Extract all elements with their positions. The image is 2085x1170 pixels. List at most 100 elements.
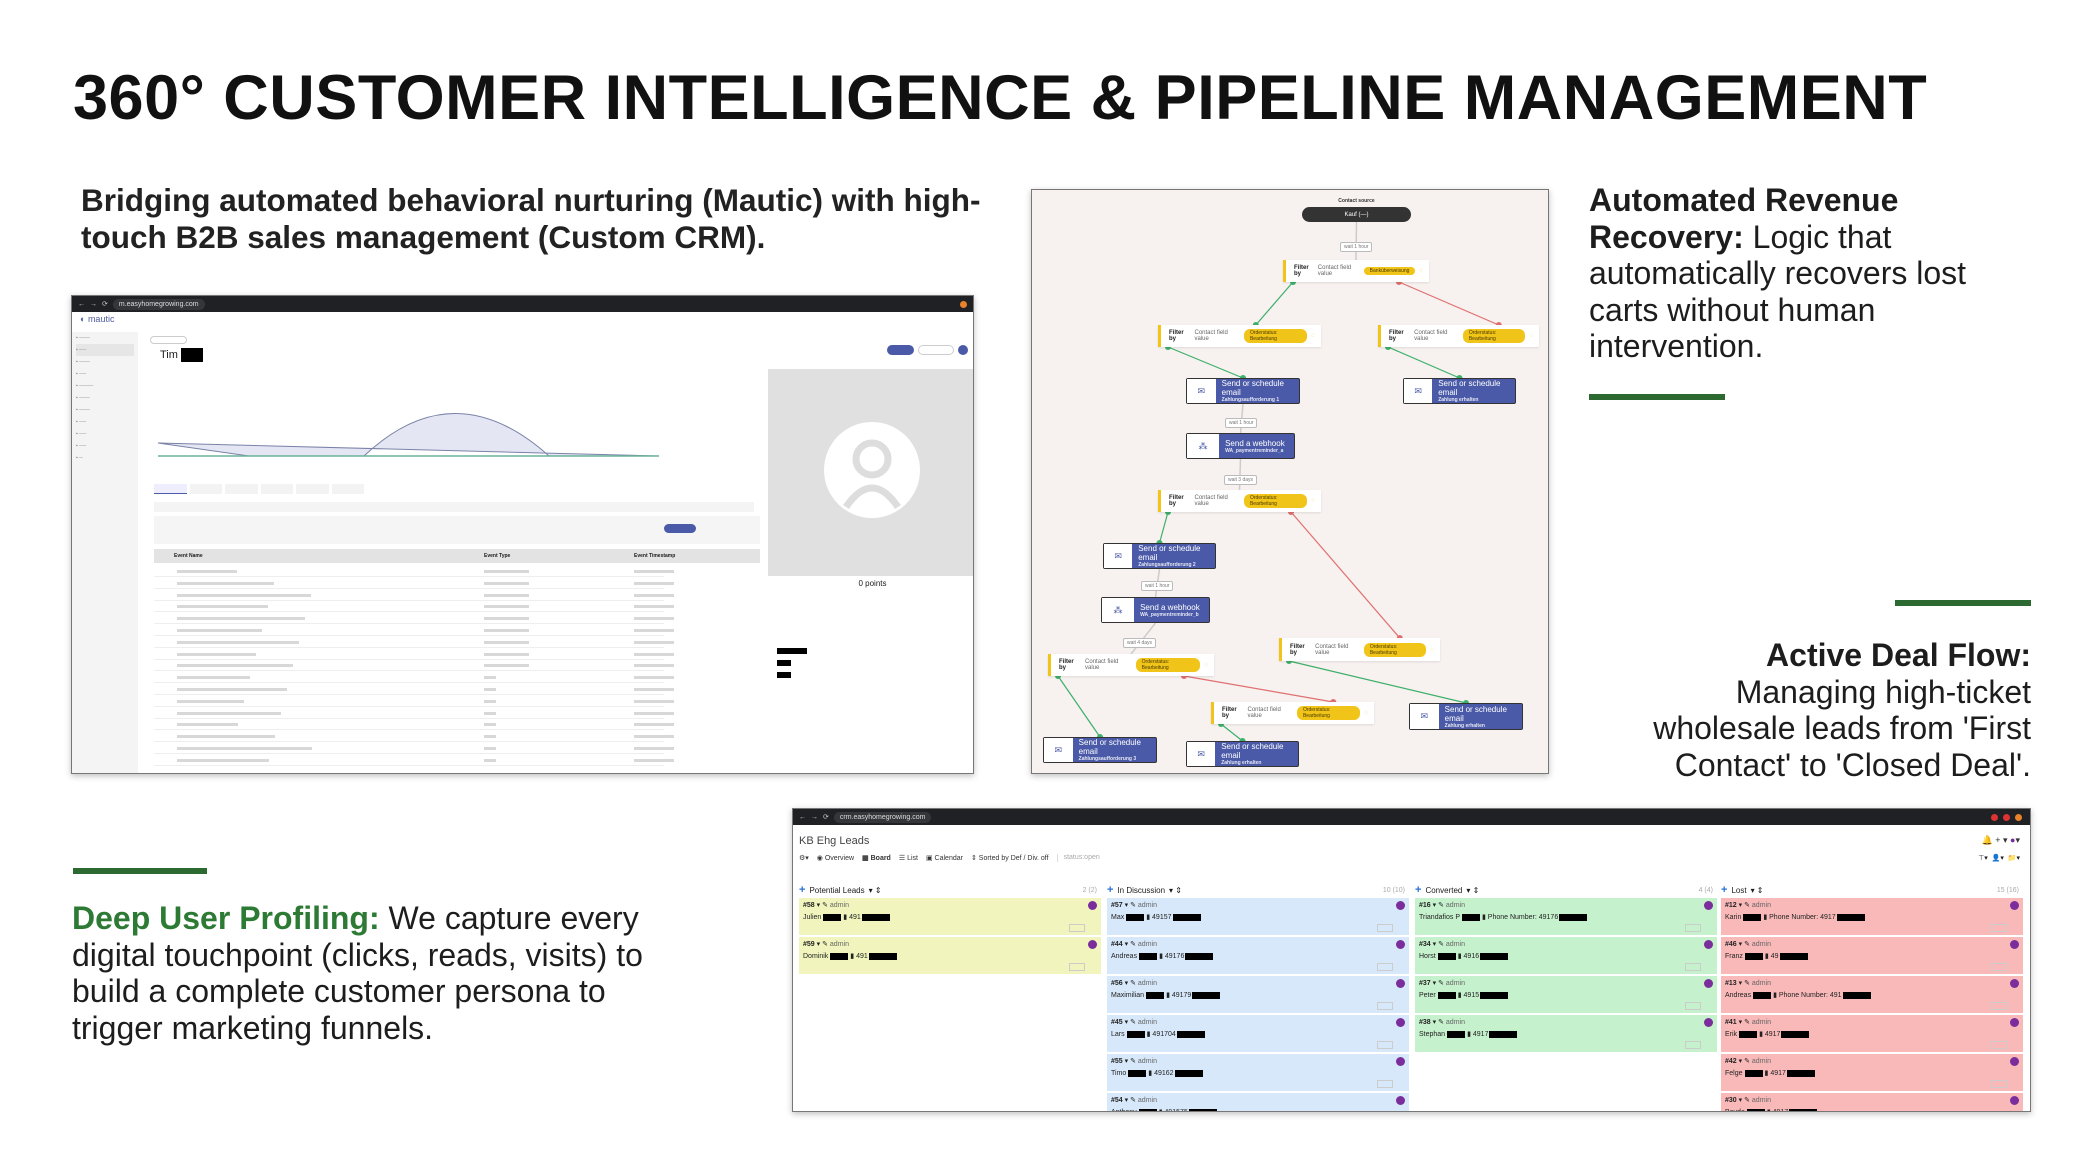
edit-icon[interactable]: ▾ ✎ bbox=[814, 941, 830, 948]
edit-icon[interactable]: ▾ ✎ bbox=[1122, 902, 1138, 909]
toolbar-sort[interactable]: ⇕ Sorted by Def / Div. off bbox=[970, 855, 1049, 862]
edit-icon[interactable]: ▾ ✎ bbox=[1430, 902, 1446, 909]
sidebar-item[interactable]: ▪ ─ bbox=[76, 455, 83, 461]
col-event-name[interactable]: Event Name bbox=[174, 553, 203, 559]
more-button[interactable] bbox=[958, 345, 968, 355]
col-event-timestamp[interactable]: Event Timestamp bbox=[634, 553, 676, 559]
event-row[interactable] bbox=[154, 694, 664, 695]
actions-dropdown[interactable] bbox=[918, 345, 954, 355]
event-row[interactable] bbox=[154, 611, 664, 613]
lead-card[interactable]: #30 ▾ ✎ adminBayda▮ 4917 bbox=[1721, 1093, 2023, 1111]
tab[interactable] bbox=[331, 484, 364, 494]
edit-button[interactable] bbox=[887, 345, 914, 355]
back-button[interactable] bbox=[150, 336, 187, 344]
sidebar-item[interactable]: ▪ ── bbox=[76, 443, 87, 449]
add-card-icon[interactable]: + bbox=[1107, 884, 1114, 896]
assignee-avatar[interactable] bbox=[1396, 979, 1405, 988]
toolbar-calendar[interactable]: ▣ Calendar bbox=[925, 855, 963, 862]
card-id[interactable]: #55 bbox=[1111, 1058, 1123, 1065]
event-row[interactable] bbox=[154, 764, 664, 766]
column-header[interactable]: +Potential Leads▾ ⇕2 (2) bbox=[799, 883, 1101, 897]
edit-icon[interactable]: ▾ ✎ bbox=[1430, 1019, 1446, 1026]
sidebar-item[interactable]: ▪ ─── bbox=[76, 359, 90, 365]
card-id[interactable]: #12 bbox=[1725, 902, 1737, 909]
column-sort-icon[interactable]: ▾ ⇕ bbox=[1750, 885, 1764, 895]
edit-icon[interactable]: ▾ ✎ bbox=[1736, 1097, 1752, 1104]
edit-icon[interactable]: ▾ ✎ bbox=[814, 902, 830, 909]
event-row[interactable] bbox=[154, 635, 664, 636]
assignee-avatar[interactable] bbox=[2010, 1096, 2019, 1105]
add-card-icon[interactable]: + bbox=[799, 884, 806, 896]
event-row[interactable] bbox=[154, 753, 664, 754]
assignee-avatar[interactable] bbox=[1088, 901, 1097, 910]
edit-icon[interactable]: ▾ ✎ bbox=[1736, 1019, 1752, 1026]
edit-icon[interactable]: ▾ ✎ bbox=[1122, 1058, 1138, 1065]
edit-icon[interactable]: ▾ ✎ bbox=[1430, 941, 1446, 948]
event-row[interactable] bbox=[154, 587, 664, 589]
flow-node-wait[interactable]: wait 3 days bbox=[1224, 475, 1258, 485]
event-row[interactable] bbox=[154, 670, 664, 672]
url-bar[interactable]: m.easyhomegrowing.com bbox=[112, 298, 205, 310]
extension-icon[interactable] bbox=[2003, 813, 2010, 821]
sidebar-item[interactable]: ▪ ── bbox=[76, 344, 134, 356]
col-event-type[interactable]: Event Type bbox=[484, 553, 511, 559]
tab[interactable] bbox=[225, 484, 258, 494]
flow-node-wait[interactable]: wait 1 hour bbox=[1141, 581, 1174, 591]
sidebar-item[interactable]: ▪ ─── bbox=[76, 407, 90, 413]
edit-icon[interactable]: ▾ ✎ bbox=[1736, 1058, 1752, 1065]
assignee-avatar[interactable] bbox=[1396, 940, 1405, 949]
event-row[interactable] bbox=[154, 717, 664, 719]
card-id[interactable]: #44 bbox=[1111, 941, 1123, 948]
card-id[interactable]: #59 bbox=[803, 941, 815, 948]
search-input[interactable] bbox=[154, 502, 754, 512]
column-sort-icon[interactable]: ▾ ⇕ bbox=[868, 885, 882, 895]
profile-icon[interactable] bbox=[2015, 813, 2022, 821]
card-id[interactable]: #34 bbox=[1419, 941, 1431, 948]
card-id[interactable]: #54 bbox=[1111, 1097, 1123, 1104]
assignee-avatar[interactable] bbox=[2010, 901, 2019, 910]
board-filter-icons[interactable]: ⊤▾ 👤▾ 📁▾ bbox=[1978, 855, 2020, 862]
url-bar[interactable]: crm.easyhomegrowing.com bbox=[833, 811, 932, 823]
event-row[interactable] bbox=[154, 646, 664, 648]
column-sort-icon[interactable]: ▾ ⇕ bbox=[1466, 885, 1480, 895]
tab-history[interactable] bbox=[154, 484, 187, 494]
event-row[interactable] bbox=[154, 705, 664, 707]
event-row[interactable] bbox=[154, 576, 664, 577]
tab[interactable] bbox=[260, 484, 293, 494]
event-row[interactable] bbox=[154, 741, 664, 743]
assignee-avatar[interactable] bbox=[1704, 1018, 1713, 1027]
toolbar-list[interactable]: ☰ List bbox=[898, 855, 918, 862]
column-header[interactable]: +In Discussion▾ ⇕10 (10) bbox=[1107, 883, 1409, 897]
add-card-icon[interactable]: + bbox=[1721, 884, 1728, 896]
card-id[interactable]: #41 bbox=[1725, 1019, 1737, 1026]
tab[interactable] bbox=[296, 484, 329, 494]
flow-node-wait[interactable]: wait 1 hour bbox=[1340, 242, 1373, 252]
toolbar-board[interactable]: ▦ Board bbox=[862, 855, 891, 862]
edit-icon[interactable]: ▾ ✎ bbox=[1122, 941, 1138, 948]
edit-icon[interactable]: ▾ ✎ bbox=[1122, 1019, 1138, 1026]
add-card-icon[interactable]: + bbox=[1415, 884, 1422, 896]
assignee-avatar[interactable] bbox=[1088, 940, 1097, 949]
assignee-avatar[interactable] bbox=[2010, 979, 2019, 988]
edit-icon[interactable]: ▾ ✎ bbox=[1736, 902, 1752, 909]
